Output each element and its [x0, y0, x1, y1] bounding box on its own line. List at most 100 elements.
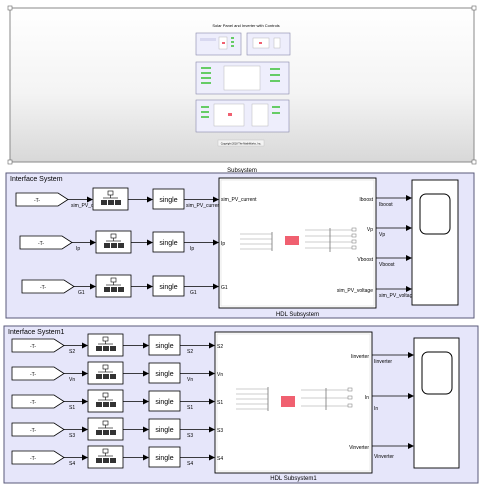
convert-label: single	[155, 427, 173, 434]
hdl-port-label: Vinverter	[349, 445, 369, 451]
interface-system-panel[interactable]: Interface System -T- sim_PV_current sing…	[5, 172, 475, 319]
hdl-port-label: S2	[217, 344, 223, 350]
hdl-port-label: Vp	[367, 227, 373, 233]
convert-label: single	[159, 240, 177, 247]
goto-tag-label: -T-	[30, 372, 36, 378]
output-signal-label: Vp	[379, 232, 385, 238]
converted-signal-label: S3	[187, 433, 193, 439]
hdl-subsystem1-label: HDL Subsystem1	[270, 476, 317, 482]
thumbnail-4	[195, 99, 290, 133]
thumbnail-3	[195, 61, 290, 95]
convert-label: single	[155, 343, 173, 350]
hdl-port-label: Vboost	[357, 257, 373, 263]
input-row: -T- Vn single Vn	[11, 361, 215, 385]
converted-signal-label: sim_PV_current	[186, 203, 222, 209]
signal-label: S1	[69, 405, 75, 411]
data-type-conversion-block[interactable]	[152, 188, 185, 210]
hdl-subsystem1-block[interactable]: S2 Vn S1 S3 S4 Iinverter In Vinverter	[214, 331, 373, 474]
thumbnail-2	[246, 32, 291, 56]
rate-transition-icon	[96, 420, 116, 435]
output-signal-label: Iinverter	[374, 359, 392, 365]
goto-tag-block[interactable]	[11, 450, 65, 465]
output-signal-label: sim_PV_voltage	[379, 293, 415, 299]
rate-transition-icon	[96, 336, 116, 351]
scope-block[interactable]	[411, 179, 459, 306]
goto-tag-block[interactable]	[21, 279, 75, 294]
hdl-port-label: Ip	[221, 241, 225, 247]
hdl-port-label: S3	[217, 428, 223, 434]
data-type-conversion-block[interactable]	[148, 362, 181, 384]
svg-text:Copyright 2018 The MathWorks,: Copyright 2018 The MathWorks, Inc.	[221, 143, 262, 146]
hdl-port-label: Vn	[217, 372, 223, 378]
rate-transition-icon	[101, 190, 121, 205]
input-row: -T- S1 single S1	[11, 389, 215, 413]
hdl-subsystem-label: HDL Subsystem	[276, 312, 319, 318]
signal-label: Ip	[76, 246, 80, 252]
goto-tag-block[interactable]	[15, 192, 69, 207]
converted-signal-label: G1	[190, 290, 197, 296]
goto-tag-label: -T-	[38, 241, 44, 247]
goto-tag-label: -T-	[30, 456, 36, 462]
input-row: -T- Ip single Ip	[19, 230, 219, 254]
convert-label: single	[159, 197, 177, 204]
rate-transition-icon	[96, 392, 116, 407]
thumbnail-caption: Copyright 2018 The MathWorks, Inc.	[217, 139, 265, 147]
data-type-conversion-block[interactable]	[148, 446, 181, 468]
converted-signal-label: S4	[187, 461, 193, 467]
input-row: -T- sim_PV_current single sim_PV_current	[15, 187, 222, 211]
converted-signal-label: S1	[187, 405, 193, 411]
converted-signal-label: S2	[187, 349, 193, 355]
rate-transition-icon	[104, 233, 124, 248]
hdl-port-label: sim_PV_current	[221, 197, 257, 203]
hdl-port-label: In	[365, 395, 369, 401]
data-type-conversion-block[interactable]	[148, 334, 181, 356]
subsystem-inner-title: Solar Panel and Inverter with Controls	[212, 23, 279, 28]
convert-label: single	[159, 284, 177, 291]
subsystem-label[interactable]: Subsystem	[227, 168, 257, 174]
convert-label: single	[155, 455, 173, 462]
interface-system1-panel[interactable]: Interface System1 -T- S2 single S2 -T	[3, 325, 479, 484]
converted-signal-label: Ip	[190, 246, 194, 252]
rate-transition-icon	[104, 277, 124, 292]
goto-tag-label: -T-	[30, 400, 36, 406]
input-row: -T- S4 single S4	[11, 445, 215, 469]
hdl-port-label: Iinverter	[351, 354, 369, 360]
hdl-internal-icon	[236, 387, 353, 411]
goto-tag-label: -T-	[34, 198, 40, 204]
converted-signal-label: Vn	[187, 377, 193, 383]
hdl-subsystem-block[interactable]: sim_PV_current Ip G1 Iboost Vp Vboost si…	[218, 177, 377, 309]
hdl-internal-icon	[240, 227, 357, 252]
data-type-conversion-block[interactable]	[152, 275, 185, 297]
convert-label: single	[155, 399, 173, 406]
output-signal-label: Vinverter	[374, 454, 394, 460]
hdl-port-label: S1	[217, 400, 223, 406]
subsystem-block[interactable]: Solar Panel and Inverter with Controls	[7, 5, 477, 165]
interface-system-title: Interface System	[10, 176, 63, 183]
goto-tag-block[interactable]	[11, 338, 65, 353]
scope1-block[interactable]	[413, 337, 460, 469]
signal-label: S2	[69, 349, 75, 355]
input-row: -T- G1 single G1	[21, 274, 219, 298]
data-type-conversion-block[interactable]	[152, 231, 185, 253]
thumbnail-1	[195, 32, 242, 56]
hdl-port-label: S4	[217, 456, 223, 462]
data-type-conversion-block[interactable]	[148, 418, 181, 440]
goto-tag-block[interactable]	[11, 366, 65, 381]
goto-tag-label: -T-	[30, 428, 36, 434]
input-row: -T- S3 single S3	[11, 417, 215, 441]
data-type-conversion-block[interactable]	[148, 390, 181, 412]
goto-tag-block[interactable]	[11, 394, 65, 409]
hdl-port-label: Iboost	[359, 197, 373, 203]
rate-transition-icon	[96, 364, 116, 379]
goto-tag-block[interactable]	[11, 422, 65, 437]
signal-label: S4	[69, 461, 75, 467]
goto-tag-block[interactable]	[19, 235, 73, 250]
interface-system1-title: Interface System1	[8, 329, 65, 336]
signal-label: S3	[69, 433, 75, 439]
hdl-port-label: sim_PV_voltage	[337, 288, 373, 294]
signal-label: G1	[78, 290, 85, 296]
hdl-port-label: G1	[221, 285, 228, 291]
goto-tag-label: -T-	[30, 344, 36, 350]
output-signal-label: Vboost	[379, 262, 395, 268]
